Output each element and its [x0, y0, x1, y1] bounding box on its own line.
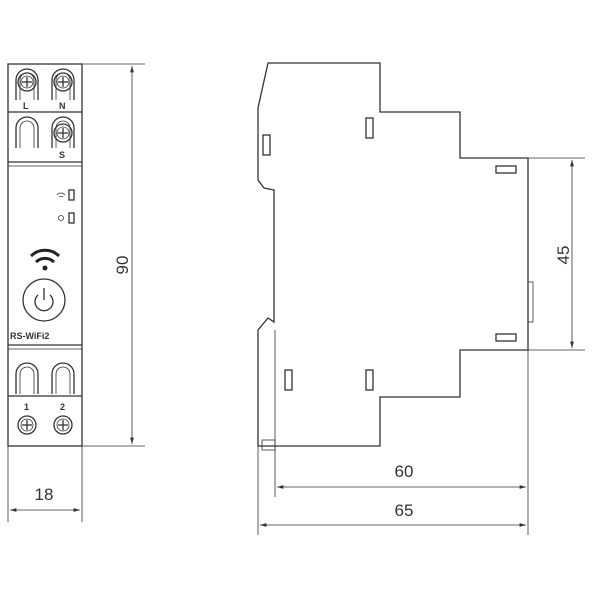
terminal-label-2: 2 [60, 402, 65, 412]
terminal-s-screw-icon [15, 116, 75, 149]
terminal-label-l: L [23, 101, 29, 111]
terminal-label-s: S [59, 150, 65, 160]
dimension-height: 90 [82, 63, 145, 447]
front-outline [7, 63, 83, 447]
terminal-n-screw-icon [51, 68, 75, 101]
wifi-icon [29, 248, 61, 271]
terminal-2-screw-icon [53, 415, 73, 435]
terminal-l-screw-icon [15, 68, 39, 101]
side-inner-value: 45 [554, 246, 573, 265]
dimension-65: 65 [257, 446, 526, 535]
depth-total-value: 65 [395, 501, 414, 520]
side-view [257, 62, 534, 451]
wifi-indicator-icon [56, 189, 75, 201]
side-outline [257, 62, 529, 447]
model-label: RS-WiFi2 [10, 331, 49, 341]
dimension-45: 45 [528, 157, 585, 351]
terminal-label-1: 1 [24, 402, 29, 412]
height-value: 90 [113, 256, 132, 275]
power-indicator-icon [58, 212, 75, 224]
front-view: L N S RS-WiFi2 1 2 [7, 63, 83, 447]
dimension-width: 18 [7, 446, 83, 522]
terminal-1-screw-icon [17, 415, 37, 435]
din-clips [262, 117, 517, 391]
terminal-label-n: N [59, 101, 66, 111]
depth-body-value: 60 [395, 462, 414, 481]
power-button-icon [22, 278, 66, 322]
dimension-60: 60 [274, 350, 529, 535]
width-value: 18 [35, 485, 54, 504]
